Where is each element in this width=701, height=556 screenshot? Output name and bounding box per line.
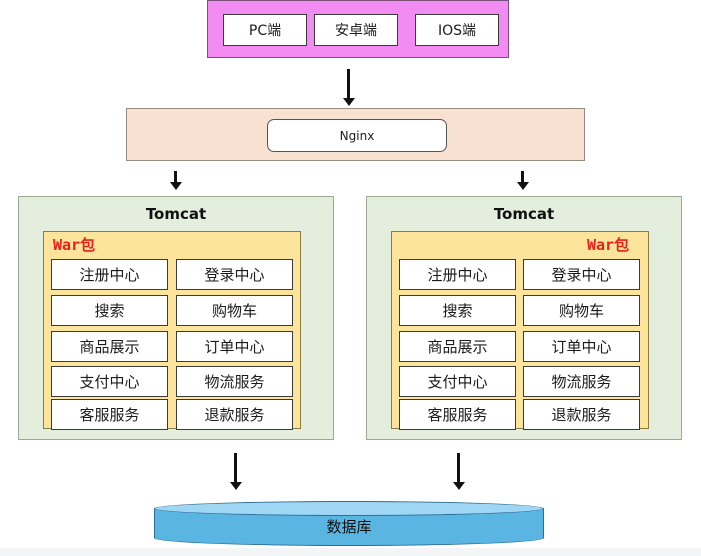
- service-register: 注册中心: [399, 259, 516, 290]
- service-search: 搜索: [399, 295, 516, 326]
- service-register: 注册中心: [51, 259, 168, 290]
- client-ios: IOS端: [415, 14, 499, 46]
- database-cylinder: [154, 508, 544, 546]
- service-customer-service: 客服服务: [51, 399, 168, 430]
- arrow-nginx-to-tomcat-right: [521, 171, 524, 183]
- client-pc: PC端: [223, 14, 307, 46]
- arrow-clients-to-nginx: [347, 69, 350, 99]
- service-cart: 购物车: [523, 295, 640, 326]
- arrow-head-clients-to-nginx: [342, 98, 355, 106]
- service-logistics: 物流服务: [523, 366, 640, 397]
- arrow-head-nginx-to-tomcat-right: [516, 182, 529, 190]
- arrow-head-tomcat-left-to-db: [229, 482, 242, 490]
- service-customer-service: 客服服务: [399, 399, 516, 430]
- arrow-head-nginx-to-tomcat-left: [169, 182, 182, 190]
- service-search: 搜索: [51, 295, 168, 326]
- arrow-nginx-to-tomcat-left: [174, 171, 177, 183]
- arrow-head-tomcat-right-to-db: [452, 482, 465, 490]
- bottom-strip: [0, 548, 701, 556]
- client-android: 安卓端: [314, 14, 398, 46]
- nginx-node: Nginx: [267, 119, 447, 152]
- service-payment: 支付中心: [51, 366, 168, 397]
- service-payment: 支付中心: [399, 366, 516, 397]
- service-product-display: 商品展示: [51, 331, 168, 362]
- tomcat-left-title: Tomcat: [145, 205, 207, 223]
- war-label-right: War包: [587, 236, 630, 254]
- service-login: 登录中心: [523, 259, 640, 290]
- service-refund: 退款服务: [523, 399, 640, 430]
- arrow-tomcat-left-to-db: [234, 453, 237, 483]
- service-login: 登录中心: [176, 259, 293, 290]
- service-order: 订单中心: [523, 331, 640, 362]
- service-logistics: 物流服务: [176, 366, 293, 397]
- tomcat-right-title: Tomcat: [493, 205, 555, 223]
- arrow-tomcat-right-to-db: [457, 453, 460, 483]
- service-cart: 购物车: [176, 295, 293, 326]
- service-refund: 退款服务: [176, 399, 293, 430]
- database-top: [154, 501, 544, 516]
- service-order: 订单中心: [176, 331, 293, 362]
- service-product-display: 商品展示: [399, 331, 516, 362]
- war-label-left: War包: [53, 236, 96, 254]
- database-label: 数据库: [326, 518, 372, 536]
